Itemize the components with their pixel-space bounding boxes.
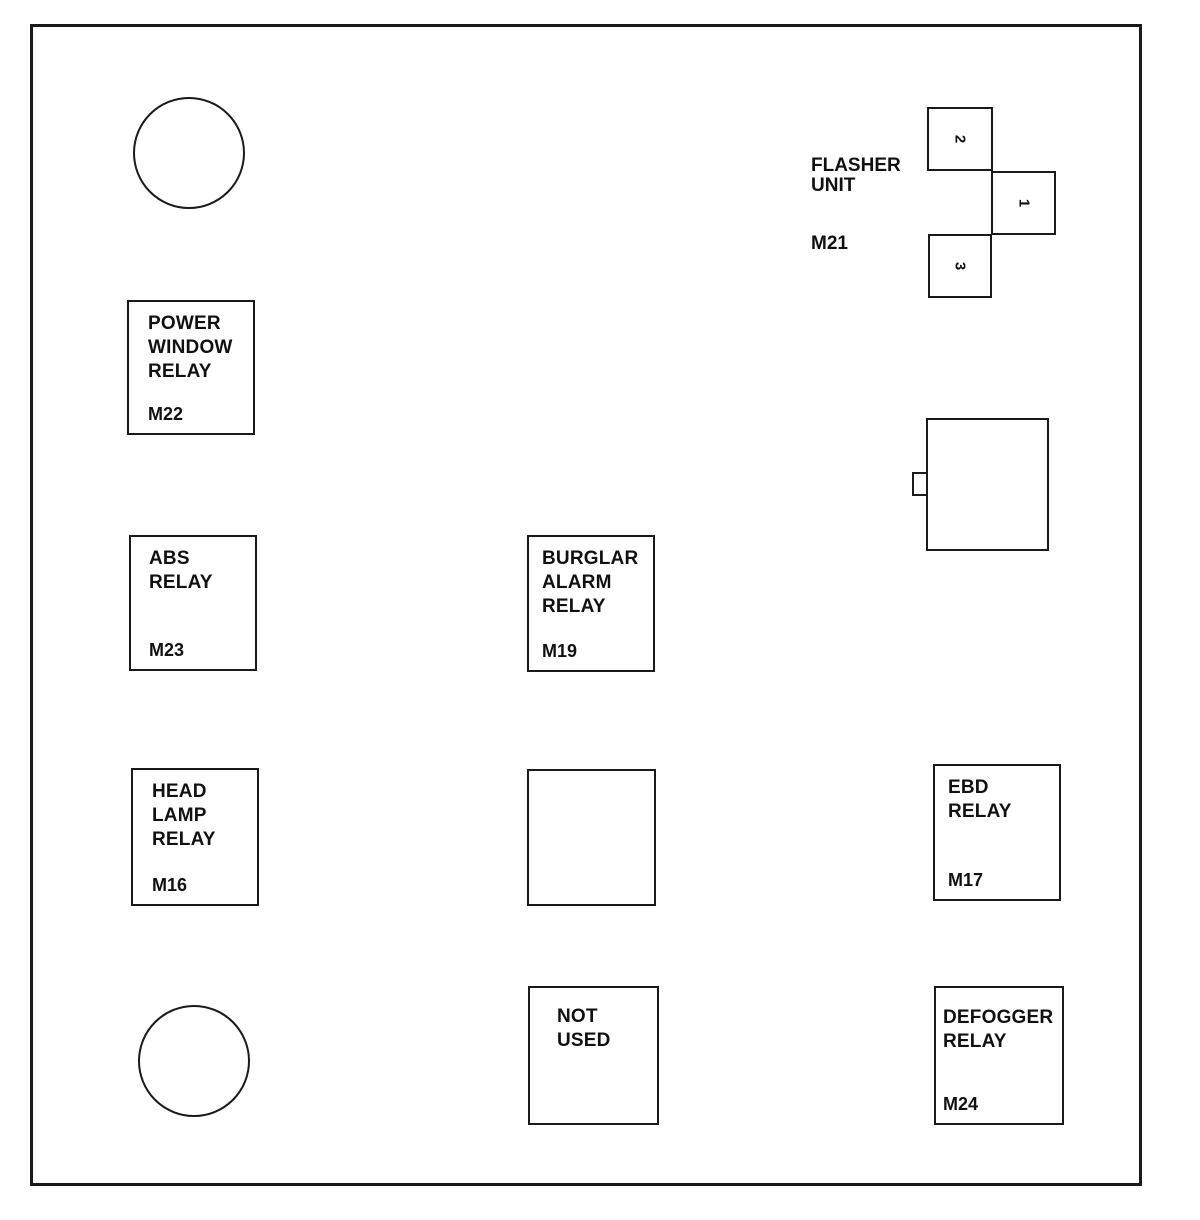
abs-relay: ABS RELAY M23 [129,535,257,671]
abs-relay-code: M23 [149,640,185,660]
ebd-relay: EBD RELAY M17 [933,764,1061,901]
ebd-relay-label: EBD RELAY [948,777,1012,822]
flasher-pin-3: 3 [928,234,992,298]
flasher-pin-1-label: 1 [1015,198,1032,208]
head-lamp-relay: HEAD LAMP RELAY M16 [131,768,259,906]
flasher-pin-3-label: 3 [951,261,969,271]
mounting-hole-bottom [138,1005,250,1117]
flasher-unit-label: FLASHER UNIT [811,155,901,196]
unlabeled-relay-with-tab [926,418,1049,551]
burglar-alarm-relay-code: M19 [542,641,578,661]
power-window-relay-label: POWER WINDOW RELAY [148,313,233,382]
ebd-relay-code: M17 [948,870,984,890]
flasher-pin-2-label: 2 [951,134,969,144]
flasher-pin-1: 1 [991,171,1056,235]
not-used-relay-slot: NOT USED [528,986,659,1125]
burglar-alarm-relay: BURGLAR ALARM RELAY M19 [527,535,655,672]
defogger-relay-label: DEFOGGER RELAY [943,1007,1054,1052]
burglar-alarm-relay-label: BURGLAR ALARM RELAY [542,548,639,617]
defogger-relay-code: M24 [943,1094,979,1114]
empty-relay-slot [527,769,656,906]
flasher-pin-2: 2 [927,107,993,171]
mounting-hole-top [133,97,245,209]
power-window-relay: POWER WINDOW RELAY M22 [127,300,255,435]
flasher-unit-code: M21 [811,233,848,254]
not-used-label: NOT USED [557,1006,611,1051]
power-window-relay-code: M22 [148,404,184,424]
relay-side-tab [912,472,928,496]
defogger-relay: DEFOGGER RELAY M24 [934,986,1064,1125]
fuse-panel-outline [30,24,1142,1186]
head-lamp-relay-code: M16 [152,875,188,895]
head-lamp-relay-label: HEAD LAMP RELAY [152,781,216,850]
abs-relay-label: ABS RELAY [149,548,213,593]
